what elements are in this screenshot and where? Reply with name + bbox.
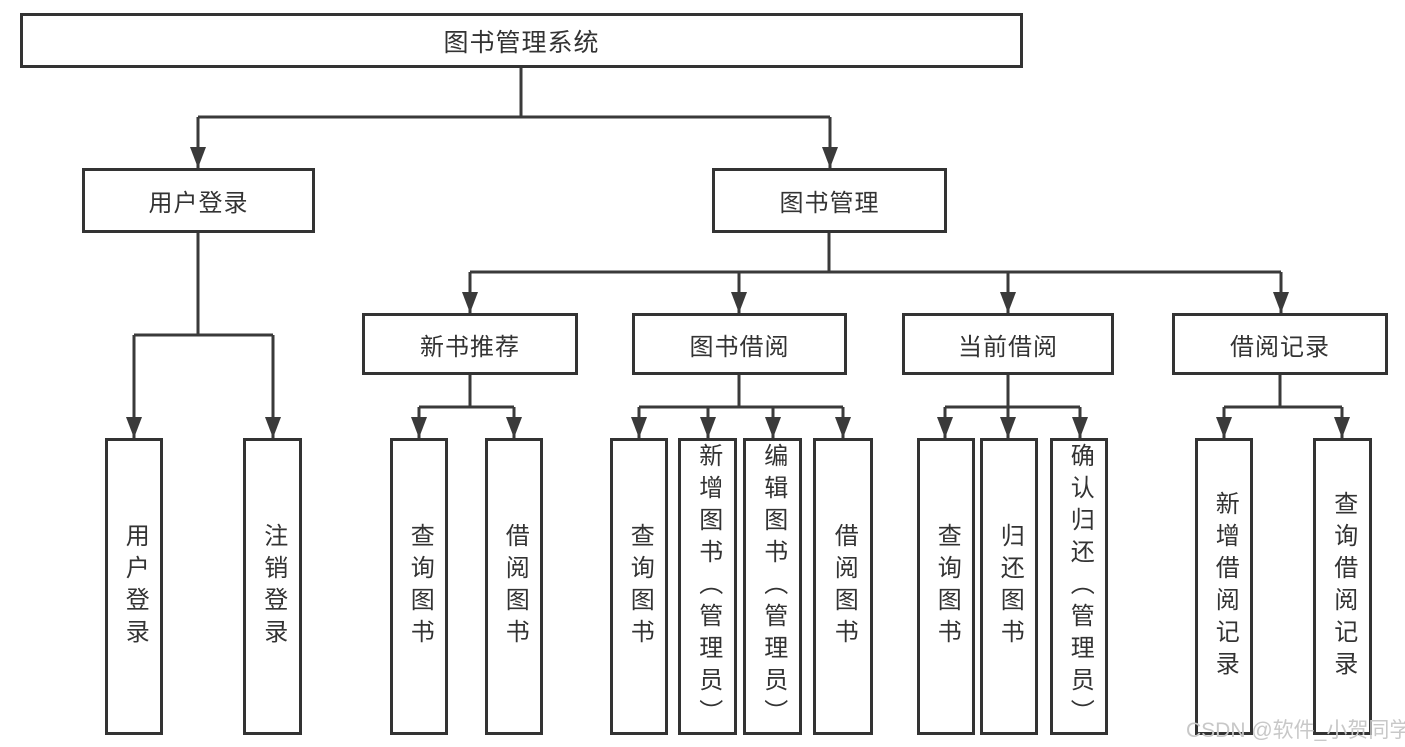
node-user-login: 用户登录 [82, 168, 315, 233]
leaf-borrow-books-1: 借阅图书 [485, 438, 543, 735]
node-borrow-records: 借阅记录 [1172, 313, 1388, 375]
leaf-return-books-label: 归还图书 [996, 522, 1024, 651]
leaf-query-books-3-label: 查询图书 [933, 522, 961, 651]
leaf-user-login: 用户登录 [105, 438, 163, 735]
leaf-logout: 注销登录 [243, 438, 302, 735]
leaf-query-borrow-record: 查询借阅记录 [1313, 438, 1372, 735]
csdn-watermark: CSDN @软件_小贺同学 [1186, 719, 1405, 742]
leaf-edit-book-admin: 编辑图书（管理员） [743, 438, 802, 735]
node-current-borrow: 当前借阅 [902, 313, 1114, 375]
leaf-borrow-books-2: 借阅图书 [813, 438, 873, 735]
leaf-query-books-2: 查询图书 [610, 438, 668, 735]
node-library-system-label: 图书管理系统 [443, 28, 600, 57]
node-book-management: 图书管理 [712, 168, 947, 233]
leaf-confirm-return-admin-label: 确认归还（管理员） [1066, 442, 1094, 731]
node-new-book-recommend-label: 新书推荐 [420, 333, 520, 361]
leaf-query-books-1-label: 查询图书 [406, 522, 434, 651]
leaf-edit-book-admin-label: 编辑图书（管理员） [759, 442, 787, 731]
leaf-return-books: 归还图书 [980, 438, 1038, 735]
leaf-add-book-admin-label: 新增图书（管理员） [694, 442, 722, 731]
node-current-borrow-label: 当前借阅 [958, 333, 1058, 361]
leaf-query-borrow-record-label: 查询借阅记录 [1329, 490, 1357, 683]
leaf-add-borrow-record-label: 新增借阅记录 [1211, 490, 1239, 683]
leaf-add-book-admin: 新增图书（管理员） [678, 438, 737, 735]
node-library-system: 图书管理系统 [20, 13, 1023, 68]
leaf-user-login-label: 用户登录 [121, 522, 149, 651]
node-borrow-records-label: 借阅记录 [1230, 333, 1330, 361]
node-book-borrow: 图书借阅 [632, 313, 847, 375]
node-book-management-label: 图书管理 [779, 190, 880, 217]
leaf-borrow-books-1-label: 借阅图书 [501, 522, 529, 651]
leaf-confirm-return-admin: 确认归还（管理员） [1050, 438, 1108, 735]
node-user-login-label: 用户登录 [148, 190, 249, 217]
leaf-query-books-3: 查询图书 [917, 438, 975, 735]
node-book-borrow-label: 图书借阅 [689, 333, 790, 361]
leaf-query-books-1: 查询图书 [390, 438, 448, 735]
leaf-logout-label: 注销登录 [259, 522, 287, 651]
leaf-add-borrow-record: 新增借阅记录 [1195, 438, 1253, 735]
leaf-borrow-books-2-label: 借阅图书 [830, 522, 858, 651]
node-new-book-recommend: 新书推荐 [362, 313, 578, 375]
leaf-query-books-2-label: 查询图书 [626, 522, 654, 651]
